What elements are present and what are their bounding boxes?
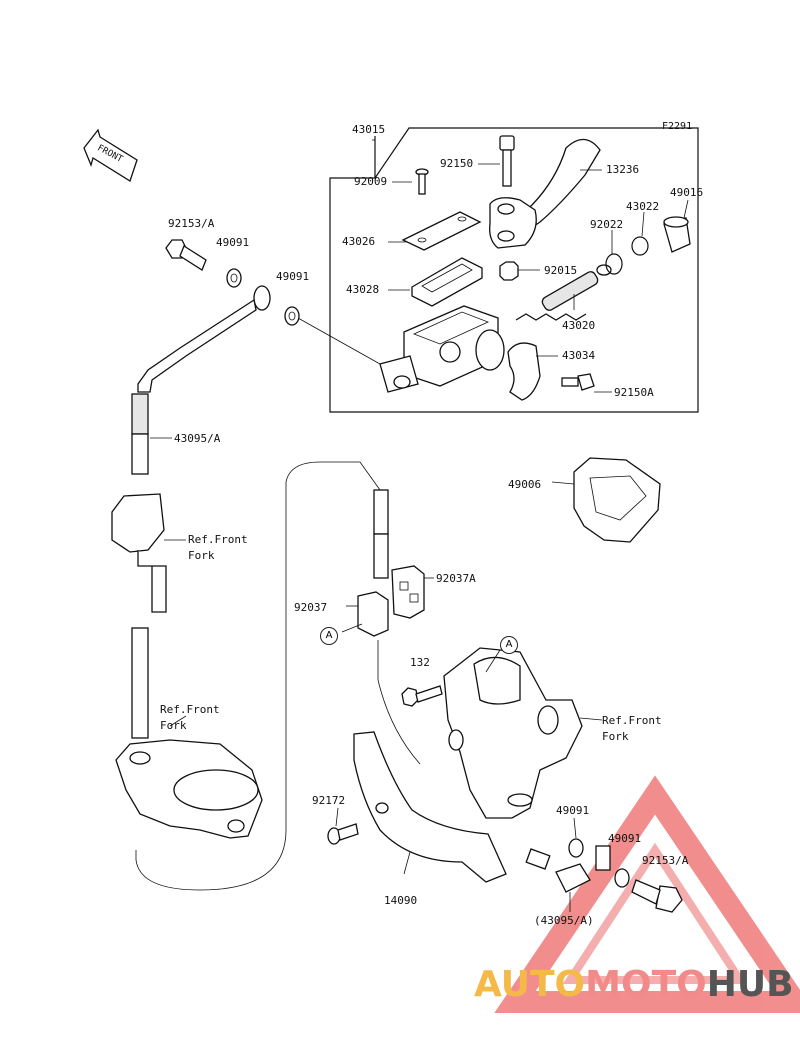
label-132: 132 bbox=[410, 656, 430, 669]
label-92022: 92022 bbox=[590, 218, 624, 231]
cap-43026 bbox=[401, 211, 482, 251]
master-cylinder-body bbox=[379, 305, 505, 393]
callout-a-left: A bbox=[320, 627, 338, 645]
label-49091-c: 49091 bbox=[556, 804, 590, 817]
watermark-part3: HUB bbox=[706, 964, 794, 1005]
washer-49091-b bbox=[284, 306, 300, 326]
brake-hose-43095A bbox=[111, 285, 271, 839]
callout-a-right: A bbox=[500, 636, 518, 654]
label-14090: 14090 bbox=[384, 894, 418, 907]
watermark-triangle bbox=[494, 775, 800, 1013]
disc-guard-14090 bbox=[353, 731, 507, 883]
label-43022: 43022 bbox=[626, 200, 660, 213]
brake-caliper bbox=[443, 647, 603, 819]
label-49091-b: 49091 bbox=[276, 270, 310, 283]
label-92150: 92150 bbox=[440, 157, 474, 170]
label-92150A: 92150A bbox=[614, 386, 654, 399]
label-43020: 43020 bbox=[562, 319, 596, 332]
nut-92015 bbox=[499, 261, 519, 281]
snap-ring-92022 bbox=[605, 253, 623, 275]
label-43095A: 43095/A bbox=[174, 432, 221, 445]
label-92037A: 92037A bbox=[436, 572, 476, 585]
label-43095A-paren: (43095/A) bbox=[534, 914, 594, 927]
ref-front-fork-caliper: Ref.Front Fork bbox=[602, 714, 662, 743]
washer-49091-a bbox=[226, 268, 242, 288]
ref-front-fork-lower: Ref.Front Fork bbox=[160, 703, 220, 732]
front-arrow-icon bbox=[83, 128, 138, 182]
label-49016: 49016 bbox=[670, 186, 704, 199]
label-49091-a: 49091 bbox=[216, 236, 250, 249]
label-49091-d: 49091 bbox=[608, 832, 642, 845]
piston-43020 bbox=[515, 264, 612, 321]
watermark-logo: AUTOMOTOHUB bbox=[474, 964, 794, 1005]
watermark-part1: AUTO bbox=[474, 964, 586, 1005]
bolt-132 bbox=[401, 685, 443, 707]
clamp-43034 bbox=[507, 342, 541, 401]
watermark-part2: MOTO bbox=[585, 964, 707, 1005]
boot-49016 bbox=[663, 216, 691, 253]
label-92153A-bottom: 92153/A bbox=[642, 854, 689, 867]
diagram-code: F2291 bbox=[662, 121, 693, 132]
label-92172: 92172 bbox=[312, 794, 346, 807]
clip-92037A bbox=[391, 565, 434, 619]
label-43015: 43015 bbox=[352, 123, 386, 136]
bolt-92172 bbox=[327, 807, 359, 845]
master-cylinder-assembly-frame bbox=[329, 127, 699, 413]
label-43026: 43026 bbox=[342, 235, 376, 248]
hose-routing-path bbox=[135, 461, 421, 891]
leader-lines-upper bbox=[297, 139, 689, 393]
label-92009: 92009 bbox=[354, 175, 388, 188]
brake-lever-13236 bbox=[489, 138, 601, 249]
circlip-43022 bbox=[631, 236, 649, 256]
clip-92037 bbox=[341, 591, 389, 637]
label-92015: 92015 bbox=[544, 264, 578, 277]
caliper-cover-49006 bbox=[551, 457, 661, 543]
diaphragm-43028 bbox=[411, 257, 483, 307]
bolt-92150A bbox=[561, 373, 595, 391]
label-92153A-top: 92153/A bbox=[168, 217, 215, 230]
label-92037: 92037 bbox=[294, 601, 328, 614]
ref-front-fork-upper: Ref.Front Fork bbox=[188, 533, 248, 562]
label-49006: 49006 bbox=[508, 478, 542, 491]
label-43034: 43034 bbox=[562, 349, 596, 362]
hose-fitting-lower bbox=[525, 817, 683, 913]
label-43028: 43028 bbox=[346, 283, 380, 296]
bolt-92150 bbox=[499, 135, 515, 187]
screw-92009 bbox=[415, 168, 429, 195]
label-13236: 13236 bbox=[606, 163, 640, 176]
banjo-bolt-92153A bbox=[165, 239, 207, 271]
